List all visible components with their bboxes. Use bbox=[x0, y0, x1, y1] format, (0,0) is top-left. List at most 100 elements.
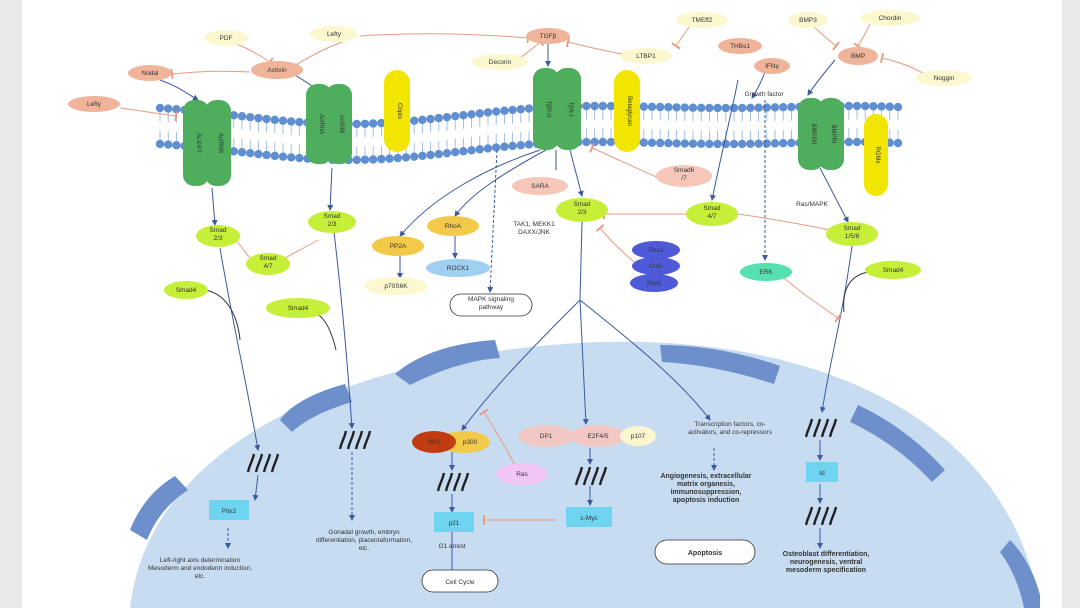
svg-text:Smad4: Smad4 bbox=[288, 305, 309, 312]
svg-text:RGMs: RGMs bbox=[874, 147, 880, 164]
svg-text:IFNγ: IFNγ bbox=[765, 63, 779, 70]
arrow bbox=[159, 79, 199, 101]
arrow bbox=[454, 149, 547, 217]
lipid-head bbox=[352, 155, 361, 165]
dna-icon bbox=[574, 466, 608, 486]
inhibition-line bbox=[359, 32, 530, 44]
receptors: ALK4/7 ActRIIB ActRIIA ActRIB Cripto TβR… bbox=[183, 68, 888, 196]
ligand-ifng: IFNγ bbox=[754, 58, 790, 74]
svg-text:ROCK1: ROCK1 bbox=[447, 265, 470, 272]
dna-icon bbox=[338, 430, 372, 450]
arrow bbox=[211, 187, 218, 226]
lipid-head bbox=[656, 138, 665, 148]
svg-text:Rac1: Rac1 bbox=[648, 247, 664, 254]
ligand-bmp3: BMP3 bbox=[788, 12, 828, 28]
svg-text:ActRIIA: ActRIIA bbox=[318, 114, 324, 134]
svg-text:p107: p107 bbox=[631, 433, 646, 440]
erk-node: ERK bbox=[740, 263, 792, 281]
lipid-head bbox=[639, 102, 648, 111]
lipid-head bbox=[779, 102, 788, 112]
lipid-head bbox=[451, 112, 460, 121]
svg-text:PP2A: PP2A bbox=[390, 243, 407, 250]
receptor-nodal: ALK4/7 ActRIIB bbox=[183, 100, 231, 186]
svg-text:ActRIIB: ActRIIB bbox=[217, 133, 223, 153]
svg-text:TβR-I: TβR-I bbox=[567, 101, 573, 116]
svg-text:Skp1: Skp1 bbox=[647, 280, 662, 287]
lipid-head bbox=[672, 103, 681, 112]
lipid-head bbox=[369, 119, 378, 128]
svg-text:Nodal: Nodal bbox=[142, 70, 160, 77]
p107-node: p107 bbox=[620, 426, 656, 446]
lipid-head bbox=[516, 141, 525, 150]
dna-icon bbox=[804, 506, 838, 526]
lipid-head bbox=[705, 139, 714, 149]
inhibition-line bbox=[853, 23, 871, 50]
lipid-head bbox=[869, 102, 878, 111]
ligand-chordin: Chordin bbox=[860, 10, 920, 26]
arrow bbox=[579, 299, 589, 425]
lipid-head bbox=[582, 101, 591, 111]
lipid-head bbox=[680, 103, 689, 112]
lipid-head bbox=[287, 153, 296, 162]
lipid-head bbox=[237, 148, 247, 157]
lipid-head bbox=[738, 139, 747, 149]
coreceptor-cripto: Cripto bbox=[384, 70, 410, 152]
lipid-head bbox=[467, 110, 476, 119]
svg-text:SP1: SP1 bbox=[428, 439, 441, 446]
svg-text:BMP: BMP bbox=[851, 53, 865, 60]
transcription-label: Transcription factors, co-activators, an… bbox=[688, 421, 773, 436]
lipid-head bbox=[229, 147, 238, 156]
svg-text:TβR-II: TβR-II bbox=[545, 101, 551, 118]
svg-text:BMPRI: BMPRI bbox=[830, 124, 836, 143]
inhibition-line bbox=[170, 68, 251, 80]
lipid-head bbox=[524, 104, 534, 113]
sara-node: SARA bbox=[512, 177, 568, 195]
lipid-head bbox=[779, 138, 788, 148]
lipid-head bbox=[459, 147, 468, 156]
ras-mapk-label: Ras/MAPK bbox=[796, 201, 828, 208]
ras-node: Ras bbox=[496, 463, 548, 485]
svg-text:Smad4: Smad4 bbox=[883, 267, 904, 274]
lipid-head bbox=[270, 115, 279, 125]
svg-text:Chordin: Chordin bbox=[879, 15, 902, 22]
svg-text:Ras: Ras bbox=[516, 471, 528, 478]
lipid-head bbox=[442, 148, 452, 158]
lipid-head bbox=[262, 114, 271, 124]
ligand-thbs1: THBs1 bbox=[718, 38, 762, 54]
scf-complex: Rac1 Cul1 Skp1 bbox=[630, 241, 680, 292]
arrow bbox=[819, 167, 849, 223]
arrow bbox=[710, 79, 739, 201]
lipid-head bbox=[582, 137, 591, 147]
lipid-head bbox=[680, 139, 689, 148]
svg-text:Cripto: Cripto bbox=[396, 103, 402, 120]
smad4-path bbox=[204, 289, 241, 341]
lipid-head bbox=[721, 103, 730, 113]
svg-text:TGFβ: TGFβ bbox=[540, 33, 557, 40]
ligand-activin: Activin bbox=[251, 61, 303, 79]
lipid-head bbox=[787, 138, 796, 148]
lipid-head bbox=[672, 139, 681, 148]
lipid-head bbox=[459, 111, 468, 120]
lipid-head bbox=[172, 105, 181, 114]
lipid-head bbox=[697, 103, 706, 113]
lipid-head bbox=[754, 139, 763, 148]
rhoa-node: RhoA bbox=[427, 216, 479, 236]
lipid-head bbox=[524, 140, 534, 149]
ligand-decorin: Decorin bbox=[472, 54, 528, 70]
lipid-head bbox=[254, 113, 263, 123]
lipid-head bbox=[483, 144, 493, 153]
lipid-head bbox=[377, 154, 386, 164]
lipid-head bbox=[418, 115, 427, 125]
pp2a-node: PP2A bbox=[372, 236, 424, 256]
lipid-head bbox=[639, 138, 648, 147]
p70s6k-node: p70S6K bbox=[364, 277, 428, 295]
nuclear-envelope-patch bbox=[850, 405, 945, 482]
